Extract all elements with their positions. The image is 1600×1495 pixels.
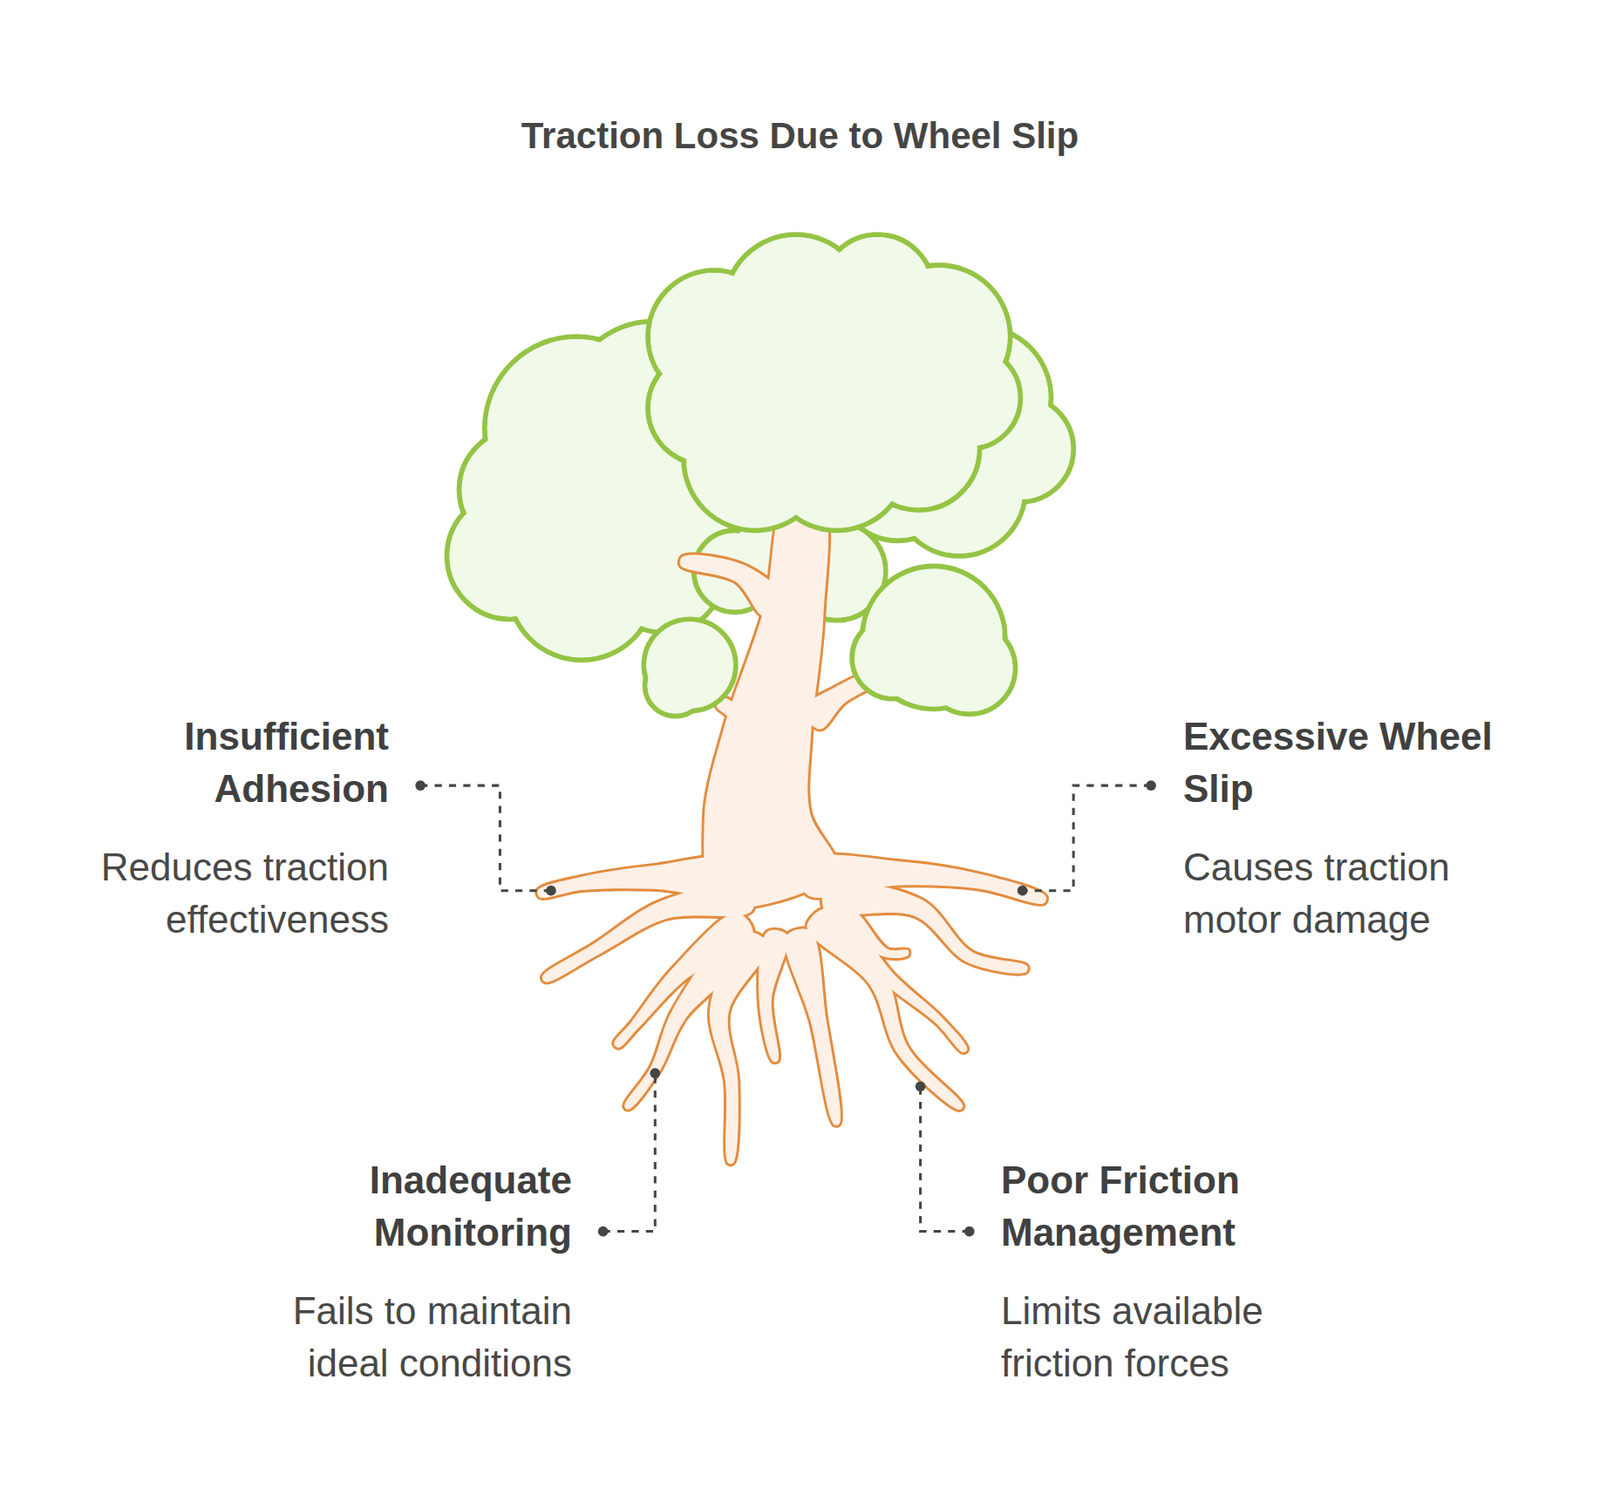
canopy-fill — [647, 657, 704, 714]
root-fill — [716, 697, 767, 747]
leader-line — [420, 785, 552, 892]
leader-dot — [545, 885, 557, 897]
canopy-fill — [854, 619, 932, 697]
canopy-small-right — [851, 566, 1015, 715]
callout-text: Causes traction motor damage — [1183, 841, 1550, 947]
canopy-fill — [737, 288, 917, 468]
leader-dot — [598, 1226, 609, 1238]
callout-text: Limits available friction forces — [1000, 1285, 1368, 1390]
root-fill — [758, 930, 789, 1063]
root-fill — [784, 929, 841, 1126]
root-outline — [680, 554, 783, 617]
leader-line — [920, 1086, 970, 1232]
leader-dot — [915, 1081, 926, 1092]
leader-line — [603, 1073, 656, 1232]
leader-dot — [649, 1068, 661, 1079]
callout-text: Reduces traction effectiveness — [22, 841, 389, 947]
trunk-and-roots — [537, 494, 1047, 1165]
root-fill — [820, 901, 967, 1053]
leader-dot — [964, 1226, 975, 1238]
callout-heading: Insufficient Adhesion — [22, 710, 389, 816]
tree-group — [415, 234, 1157, 1237]
leader-dot — [415, 780, 426, 791]
canopy-small-left — [643, 619, 736, 716]
root-fill — [680, 554, 783, 617]
root-fill — [806, 908, 963, 1110]
canopy-fill — [925, 625, 1013, 712]
callout-heading: Excessive Wheel Slip — [1183, 710, 1550, 816]
callout-heading: Poor Friction Management — [1000, 1154, 1368, 1260]
diagram-title: Traction Loss Due to Wheel Slip — [0, 114, 1600, 158]
leader-dot — [1145, 780, 1157, 791]
callout-text: Fails to maintain ideal conditions — [205, 1285, 572, 1390]
root-fill — [843, 912, 909, 959]
root-outline — [758, 930, 789, 1063]
leader-dot — [1017, 885, 1029, 897]
callout-heading: Inadequate Monitoring — [205, 1154, 572, 1260]
root-fill — [624, 935, 749, 1110]
canopy-center — [647, 234, 1021, 531]
root-outline — [784, 929, 841, 1126]
leader-line — [1022, 785, 1151, 892]
